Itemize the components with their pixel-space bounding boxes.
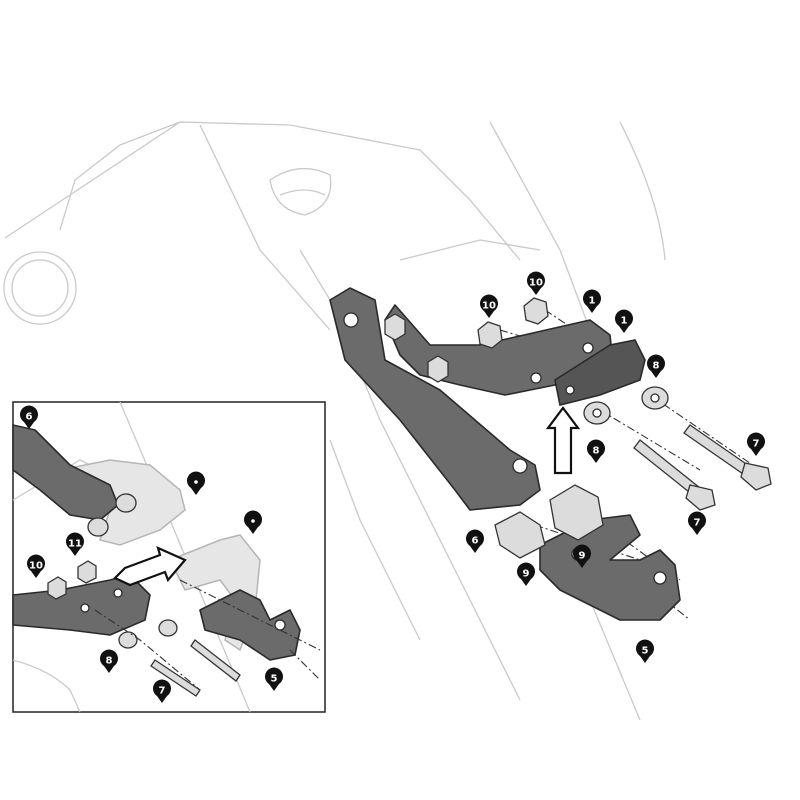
callout-pin-icon	[583, 289, 601, 313]
inset-direction-arrow	[113, 546, 187, 587]
callout-pin-icon	[746, 432, 765, 456]
callout-c-1b: 1	[615, 309, 634, 333]
callout-c-1a: 1	[583, 289, 601, 313]
callout-i-5: 5	[264, 667, 283, 691]
callout-number: 10	[29, 561, 43, 572]
callout-i-6: 6	[20, 405, 38, 429]
callout-c-9a: 9	[573, 544, 592, 568]
callout-pin-icon	[586, 439, 605, 463]
callout-number: 7	[694, 518, 701, 529]
callout-pin-icon	[480, 294, 499, 318]
callout-c-8a: 8	[646, 354, 665, 378]
callout-pin-icon	[615, 309, 634, 333]
bracket-part-6	[329, 287, 541, 511]
nuts-part-10	[384, 297, 549, 383]
spacers-part-9	[494, 484, 604, 559]
bolts-part-7	[633, 424, 772, 511]
callout-c-7a: 7	[746, 432, 765, 456]
callout-c-10a: 10	[527, 271, 545, 295]
callout-i-7: 7	[152, 679, 172, 703]
inset-bracket-5	[199, 589, 301, 661]
callout-pin-icon	[264, 667, 283, 691]
callout-number: 5	[271, 674, 278, 685]
callout-c-9b: 9	[517, 562, 535, 586]
callout-c-10b: 10	[480, 294, 499, 318]
callout-number: 7	[159, 686, 166, 697]
callout-number: 10	[482, 301, 496, 312]
callout-number: 8	[593, 446, 600, 457]
callout-number: 8	[653, 361, 660, 372]
callout-number: 11	[68, 539, 82, 550]
callout-number: 9	[579, 551, 586, 562]
callout-c-8b: 8	[586, 439, 605, 463]
callout-pin-icon	[517, 562, 535, 586]
callout-number: 6	[26, 412, 33, 423]
callout-pin-icon	[646, 354, 665, 378]
callout-c-6: 6	[466, 529, 484, 553]
inset-bracket-6	[12, 424, 119, 521]
motorcycle-background-outline	[3, 121, 666, 721]
callout-pin-icon	[466, 529, 484, 553]
callout-pin-icon	[688, 511, 706, 535]
callout-pin-icon	[636, 639, 655, 663]
callout-number: 6	[472, 536, 479, 547]
callout-number: 1	[589, 296, 596, 307]
callout-pin-icon	[20, 405, 38, 429]
callout-number: 10	[529, 278, 543, 289]
callout-number: 5	[642, 646, 649, 657]
callout-pin-icon	[27, 554, 45, 578]
callout-c-5: 5	[636, 639, 655, 663]
washers-part-8	[583, 386, 669, 425]
callout-number: 1	[621, 316, 628, 327]
callout-pin-icon	[99, 649, 118, 673]
callout-i-10: 10	[27, 554, 45, 578]
callout-i-11: 11	[66, 532, 84, 556]
main-assembly	[329, 287, 772, 621]
callout-pin-icon	[152, 679, 172, 703]
callout-i-blank2	[243, 510, 262, 534]
callout-i-8: 8	[99, 649, 118, 673]
callout-i-blank1	[187, 471, 205, 495]
callout-number: 8	[106, 656, 113, 667]
callout-pin-icon	[66, 532, 84, 556]
callout-number: 7	[753, 439, 760, 450]
callout-number: 9	[523, 569, 530, 580]
detail-inset	[12, 401, 326, 713]
callout-pin-icon	[573, 544, 592, 568]
direction-arrow	[545, 406, 581, 475]
callout-c-7b: 7	[688, 511, 706, 535]
callout-pin-icon	[527, 271, 545, 295]
